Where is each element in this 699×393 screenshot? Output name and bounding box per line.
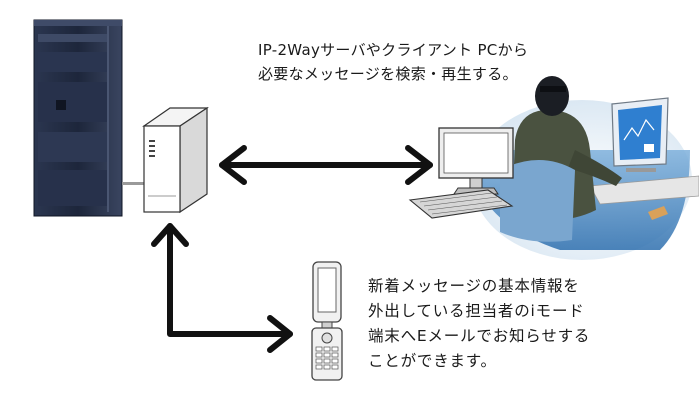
- server-tower-icon: [142, 106, 209, 214]
- flip-phone-icon: [311, 261, 343, 381]
- caption-bottom: 新着メッセージの基本情報を 外出している担当者のiモード 端末へEメールでお知ら…: [368, 274, 590, 374]
- caption-top-line-1: IP-2Wayサーバやクライアント PCから: [258, 41, 529, 59]
- caption-bottom-line-3: 端末へEメールでお知らせする: [368, 327, 591, 345]
- caption-bottom-line-4: ことができます。: [368, 352, 497, 370]
- bidirectional-arrow: [219, 145, 433, 185]
- l-shaped-arrow: [151, 223, 293, 353]
- server-rack-icon: [33, 19, 144, 217]
- caption-bottom-line-2: 外出している担当者のiモード: [368, 302, 585, 320]
- caption-bottom-line-1: 新着メッセージの基本情報を: [368, 277, 580, 295]
- pc-operator-icon: [408, 76, 699, 260]
- caption-top-line-2: 必要なメッセージを検索・再生する。: [258, 65, 518, 83]
- caption-top: IP-2Wayサーバやクライアント PCから 必要なメッセージを検索・再生する。: [258, 38, 528, 86]
